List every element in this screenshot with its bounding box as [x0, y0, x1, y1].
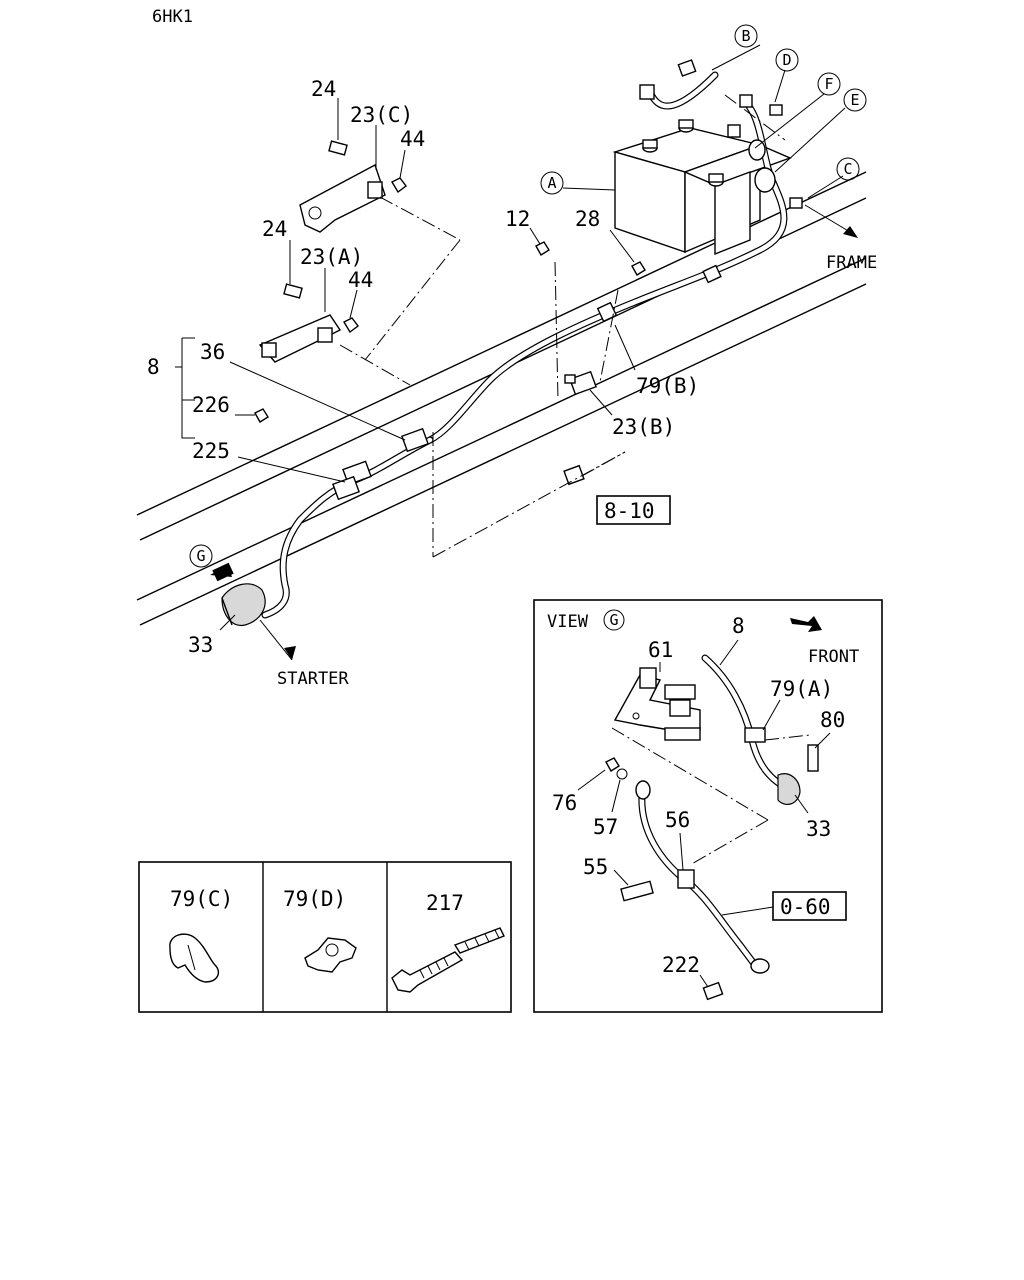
leader-lines-main: [175, 44, 858, 661]
bracket-23a: [258, 283, 359, 363]
callout-79b: 79(B): [636, 374, 699, 398]
direction-starter: STARTER: [277, 669, 349, 689]
ref-circle-f: F: [817, 72, 841, 96]
callout-28: 28: [575, 207, 600, 231]
callout-33-view: 33: [806, 817, 831, 841]
callout-76: 76: [552, 791, 577, 815]
detail-clip-79c: 79(C): [169, 887, 233, 983]
callout-23c: 23(C): [350, 103, 413, 127]
callout-79a: 79(A): [770, 677, 833, 701]
svg-text:E: E: [850, 91, 859, 109]
ref-circle-e: E: [843, 88, 867, 112]
svg-text:79(C): 79(C): [170, 887, 233, 911]
callout-61: 61: [648, 638, 673, 662]
view-g-panel: VIEW G FRONT: [533, 599, 883, 1013]
callout-226: 226: [192, 393, 230, 417]
callout-57: 57: [593, 815, 618, 839]
svg-text:C: C: [843, 160, 852, 178]
svg-text:217: 217: [426, 891, 464, 915]
frame-rails: [136, 171, 867, 626]
callout-56: 56: [665, 808, 690, 832]
callout-24-mid: 24: [262, 217, 287, 241]
svg-text:8-10: 8-10: [604, 499, 655, 523]
direction-frame: FRAME: [826, 253, 877, 273]
svg-text:G: G: [196, 547, 205, 565]
ref-circle-g: G: [189, 544, 213, 568]
callout-225: 225: [192, 439, 230, 463]
ref-box-0-60: 0-60: [772, 891, 847, 921]
front-arrow-icon: [790, 616, 822, 632]
nut-28: [631, 261, 646, 276]
callout-80: 80: [820, 708, 845, 732]
ref-box-8-10: 8-10: [596, 495, 671, 525]
connector-8-10: [563, 464, 585, 486]
nut-226: [254, 408, 269, 423]
svg-text:79(D): 79(D): [283, 887, 346, 911]
callout-8-view: 8: [732, 614, 745, 638]
callout-24-top: 24: [311, 77, 336, 101]
callout-23a: 23(A): [300, 245, 363, 269]
model-code: 6HK1: [152, 7, 193, 27]
callout-222: 222: [662, 953, 700, 977]
view-g-title: VIEW: [547, 612, 589, 632]
callout-44-mid: 44: [348, 268, 373, 292]
direction-front: FRONT: [808, 647, 859, 667]
callout-33: 33: [188, 633, 213, 657]
clip-23b: [564, 370, 597, 396]
svg-text:F: F: [824, 75, 833, 93]
callout-44-top: 44: [400, 127, 425, 151]
callout-8: 8: [147, 355, 160, 379]
harness-8: [221, 427, 434, 626]
detail-boxes: 79(C) 79(D) 217: [138, 861, 512, 1013]
svg-text:G: G: [609, 611, 618, 629]
ref-circle-a: A: [540, 171, 564, 195]
view-g-callouts: 61 8 79(A) 80 76 57 56 33 55 222: [552, 614, 845, 977]
callout-55: 55: [583, 855, 608, 879]
ref-circle-b: B: [734, 24, 758, 48]
detail-clip-79d: 79(D): [283, 887, 357, 973]
svg-text:B: B: [741, 27, 750, 45]
battery-cables: [426, 59, 803, 444]
svg-text:D: D: [782, 51, 791, 69]
callout-36: 36: [200, 340, 225, 364]
callout-23b: 23(B): [612, 415, 675, 439]
ref-circle-d: D: [775, 48, 799, 72]
ref-circle-c: C: [836, 157, 860, 181]
callout-12: 12: [505, 207, 530, 231]
bracket-23c: [299, 140, 407, 233]
svg-text:A: A: [547, 174, 556, 192]
detail-tie-217: 217: [391, 891, 505, 993]
batteries: [612, 119, 792, 256]
nut-12: [535, 241, 550, 256]
main-callouts: 24 23(C) 44 24 23(A) 44 12 28 8 36 226 2…: [147, 77, 699, 657]
svg-text:0-60: 0-60: [780, 895, 831, 919]
